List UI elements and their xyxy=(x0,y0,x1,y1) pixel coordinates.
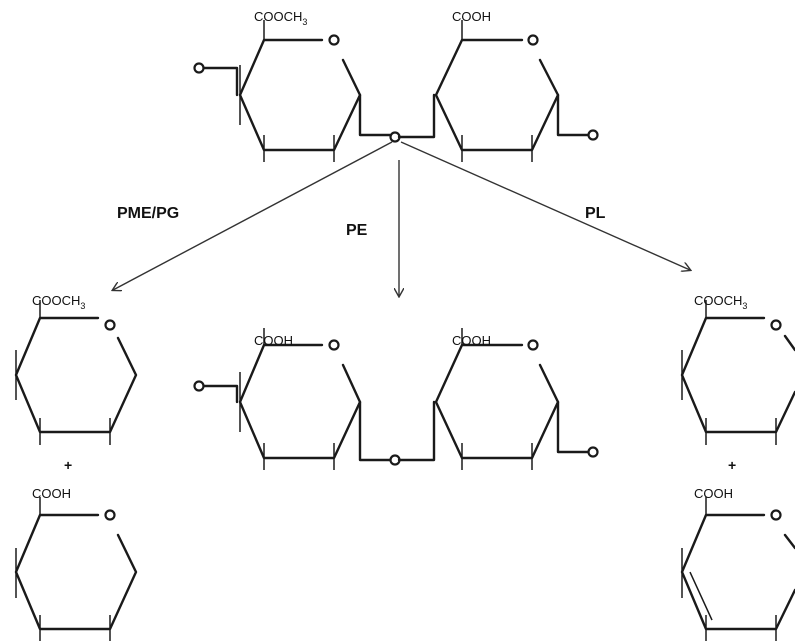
methyl-ester-label: COOCH3 xyxy=(694,293,747,311)
enzyme-label-pe: PE xyxy=(346,222,368,239)
enzyme-label-pl: PL xyxy=(585,205,606,222)
pe-product-dimer: COOH COOH xyxy=(193,328,599,470)
ring-oxygen-icon xyxy=(104,509,116,521)
arrow-pme-pg xyxy=(113,141,393,290)
enzyme-label-pme-pg: PME/PG xyxy=(117,205,179,222)
monomer-methyl-esterified: COOCH3 xyxy=(680,293,795,445)
ring-oxygen-icon xyxy=(104,319,116,331)
ring-oxygen-icon xyxy=(527,339,539,351)
monomer-unsaturated: COOH xyxy=(680,486,795,641)
ring-oxygen-icon xyxy=(770,319,782,331)
acid-label: COOH xyxy=(452,333,491,348)
monomer-acid: COOH xyxy=(14,486,138,641)
pl-products: COOCH3 + COOH xyxy=(680,293,795,641)
methyl-ester-label: COOCH3 xyxy=(32,293,85,311)
acid-label: COOH xyxy=(32,486,71,501)
acid-label: COOH xyxy=(452,9,491,24)
ring-acid-1: COOH xyxy=(193,328,392,470)
ring-acid: COOH xyxy=(397,9,599,162)
terminal-oxygen-icon xyxy=(587,129,599,141)
plus-sign-right: + xyxy=(728,457,736,473)
acid-label: COOH xyxy=(254,333,293,348)
acid-label: COOH xyxy=(694,486,733,501)
plus-sign-left: + xyxy=(64,457,72,473)
glycosidic-oxygen-icon xyxy=(193,62,205,74)
ring-oxygen-icon xyxy=(328,34,340,46)
terminal-oxygen-icon xyxy=(587,446,599,458)
methyl-ester-label: COOCH3 xyxy=(254,9,307,27)
ring-acid-2: COOH xyxy=(397,328,599,470)
ring-oxygen-icon xyxy=(770,509,782,521)
arrow-pl xyxy=(400,141,690,270)
ring-oxygen-icon xyxy=(527,34,539,46)
reaction-arrows xyxy=(113,141,690,296)
monomer-methyl-esterified: COOCH3 xyxy=(14,293,138,445)
glycosidic-oxygen-icon xyxy=(193,380,205,392)
ring-methyl-esterified: COOCH3 xyxy=(193,9,392,162)
ring-oxygen-icon xyxy=(328,339,340,351)
pme-pg-products: COOCH3 + COOH xyxy=(14,293,138,641)
double-bond xyxy=(689,571,713,621)
substrate-dimer: COOCH3 COOH xyxy=(193,9,599,162)
